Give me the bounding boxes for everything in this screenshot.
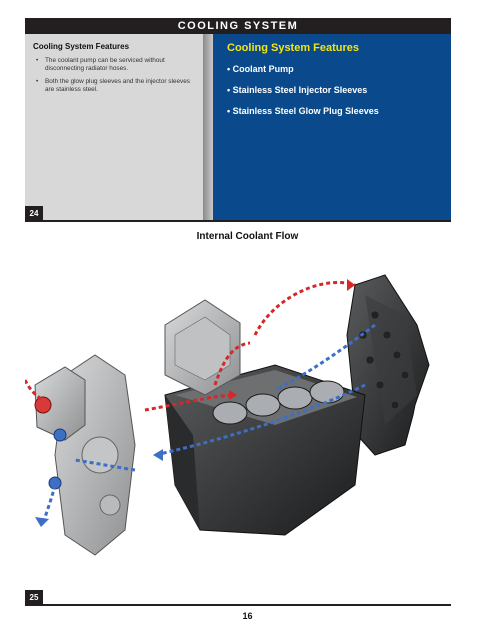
coolant-pump: [34, 366, 86, 490]
slide-divider: [25, 220, 451, 222]
cold-flow-arrows: [41, 323, 376, 526]
left-panel-title: Cooling System Features: [33, 42, 130, 51]
section-header: COOLING SYSTEM: [25, 18, 451, 34]
hot-flow-arrows: [25, 280, 356, 412]
slide-title: Cooling System Features: [227, 42, 360, 54]
feature-item: Both the glow plug sleeves and the injec…: [36, 78, 195, 94]
slide-bullet: • Stainless Steel Glow Plug Sleeves: [227, 106, 379, 116]
slide-number-24: 24: [25, 206, 43, 222]
cold-flow-arrowheads: [35, 449, 163, 527]
slide-number-25: 25: [25, 590, 43, 606]
slide-bullet: • Stainless Steel Injector Sleeves: [227, 85, 368, 95]
features-text-panel: Cooling System Features The coolant pump…: [25, 34, 203, 222]
figure-caption: Internal Coolant Flow: [196, 231, 299, 242]
engine-coolant-illustration: [25, 274, 430, 556]
features-list: The coolant pump can be serviced without…: [33, 57, 195, 94]
hot-flow-arrowheads: [229, 279, 355, 400]
figure-divider: [25, 604, 451, 606]
cylinder-head: [346, 274, 430, 456]
slide-bullet: • Coolant Pump: [227, 64, 294, 74]
panel-divider: [203, 34, 213, 222]
oil-cooler-housing: [164, 299, 241, 396]
slide-panel: Cooling System Features • Coolant Pump •…: [213, 34, 451, 222]
page-number: 16: [242, 611, 253, 621]
feature-item: The coolant pump can be serviced without…: [36, 57, 195, 73]
slide-bullets: • Coolant Pump • Stainless Steel Injecto…: [227, 64, 437, 116]
